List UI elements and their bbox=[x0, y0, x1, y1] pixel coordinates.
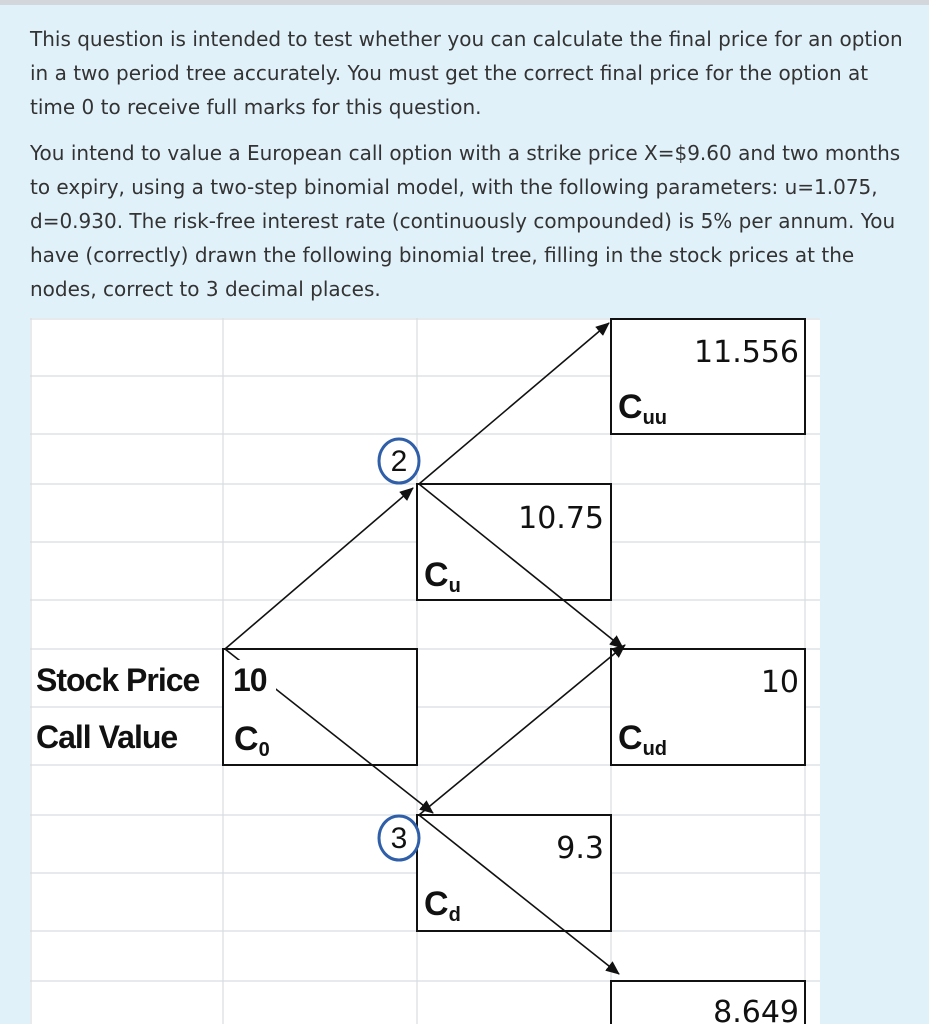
stock-price-label: Stock Price bbox=[36, 662, 200, 698]
call-value-label: Call Value bbox=[36, 719, 177, 755]
branch-downdown-arrow bbox=[418, 814, 620, 975]
question-intro: This question is intended to test whethe… bbox=[30, 27, 903, 119]
annotation-circle-up: 2 bbox=[377, 437, 421, 485]
updown-node-box bbox=[610, 648, 806, 766]
cuu-symbol: Cuu bbox=[618, 388, 667, 429]
circle-ring bbox=[377, 437, 421, 485]
binomial-tree-figure: Stock Price 10 Call Value C0 10.75 Cu 9.… bbox=[30, 318, 820, 1024]
down-node-value: 9.3 bbox=[556, 831, 604, 866]
downdown-node-box bbox=[610, 980, 806, 1024]
up-node-box bbox=[416, 483, 612, 601]
cd-symbol: Cd bbox=[424, 885, 461, 926]
downdown-node-value: 8.649 bbox=[713, 995, 799, 1024]
upup-node-value: 11.556 bbox=[694, 335, 799, 370]
branch-up-arrow bbox=[224, 487, 414, 650]
branch-downup-arrow bbox=[418, 644, 626, 816]
branch-updown-arrow bbox=[418, 483, 624, 649]
stock-price-value: 10 bbox=[233, 662, 267, 698]
updown-node-value: 10 bbox=[761, 665, 799, 700]
down-node-box bbox=[416, 814, 612, 932]
root-value-cell bbox=[226, 660, 276, 700]
cud-symbol: Cud bbox=[618, 719, 667, 760]
up-node-value: 10.75 bbox=[518, 501, 604, 536]
circle-ring bbox=[377, 814, 421, 862]
circle-down-number: 3 bbox=[391, 822, 408, 855]
c0-symbol: C0 bbox=[234, 720, 270, 761]
annotation-circle-down: 3 bbox=[377, 814, 421, 862]
cu-symbol: Cu bbox=[424, 556, 461, 597]
branch-upup-arrow bbox=[418, 322, 610, 485]
question-body: You intend to value a European call opti… bbox=[30, 141, 901, 301]
circle-up-number: 2 bbox=[391, 445, 408, 478]
upup-node-box bbox=[610, 318, 806, 435]
top-divider bbox=[0, 0, 929, 5]
